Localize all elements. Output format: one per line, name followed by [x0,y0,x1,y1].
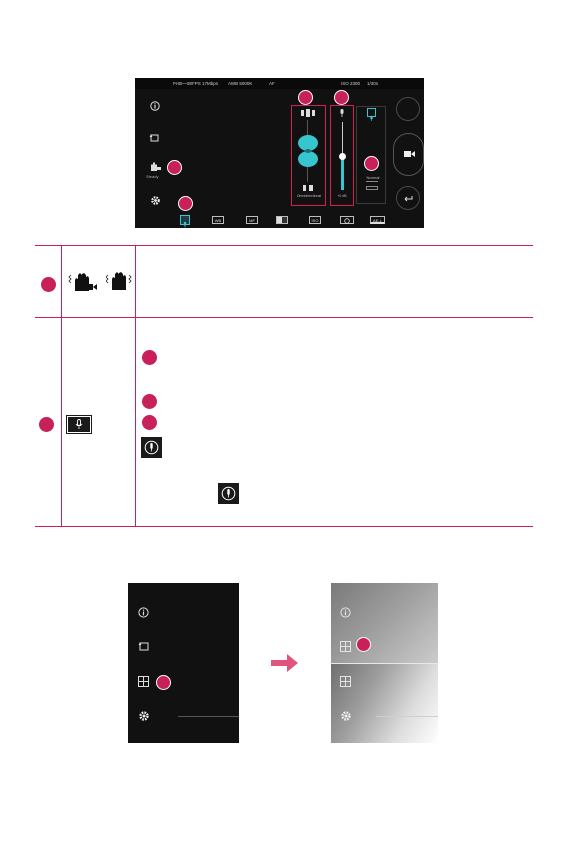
iso-button[interactable]: ISO [309,216,321,224]
focus-mode: AF [269,81,275,86]
audio-level-meter [173,83,193,84]
info-icon[interactable] [340,607,351,618]
mode-button[interactable] [396,97,420,121]
divider-line [376,716,438,717]
steady-record-icon[interactable] [148,162,162,174]
item-marker-dot [142,394,157,409]
mf-button[interactable]: MF [246,216,258,224]
item-marker-dot [142,415,157,430]
menu-screenshot-after [331,583,438,743]
steady-label: Steady [146,174,159,179]
menu-screenshot-before [128,583,239,743]
grid-icon[interactable] [340,641,351,652]
callout-dot [167,160,182,175]
mic-mode-label: Normal [366,175,380,180]
mic-array-icon [301,109,315,119]
table-column-rule [135,245,136,527]
table-row-rule [35,317,533,318]
mic-gain-icon-inline [218,483,239,504]
ae-lock-button[interactable]: AE-L [370,216,385,224]
mic-settings-icon [66,415,92,434]
table-bottom-rule [35,526,533,527]
iso-value: ISO 2300 [341,81,361,86]
table-column-rule [61,245,62,527]
info-icon[interactable] [138,607,149,618]
record-button[interactable] [393,133,424,176]
gain-slider-thumb[interactable] [339,153,346,160]
callout-dot [178,196,193,211]
shutter-button[interactable] [340,216,354,224]
gain-slider-panel[interactable] [330,105,354,206]
wb-button[interactable]: WB [212,216,224,224]
microphone-icon [339,109,345,119]
polar-pattern-icon [298,135,318,167]
mic-settings-panel [356,106,386,204]
omni-mic-icon [303,184,313,193]
settings-gear-icon[interactable] [150,195,161,208]
rotate-icon[interactable] [149,133,160,145]
row-marker-dot [41,277,56,292]
level-indicator [366,186,378,190]
gain-track-upper [342,122,343,156]
callout-dot [156,675,171,690]
mic-toolbar-icon[interactable] [180,215,190,228]
exposure-button[interactable] [276,216,288,224]
shutter-speed: 1/30s [367,81,379,86]
steady-record-video-icon [68,273,97,291]
mic-select-icon[interactable] [367,108,376,122]
callout-dot [364,156,379,171]
audio-mode-label: Omnidirectional [296,194,322,198]
audio-direction-panel[interactable] [291,105,326,206]
divider-line [178,716,239,717]
callout-dot [334,90,349,105]
callout-dot [298,90,313,105]
settings-gear-icon[interactable] [340,710,352,722]
gain-value-label: +0 dB [337,194,347,198]
arrow-right-icon [271,654,298,672]
settings-gear-icon[interactable] [138,710,150,722]
grid-line [331,663,438,664]
mic-gain-icon [141,437,162,458]
table-top-rule [35,245,533,246]
back-button[interactable] [396,186,420,210]
info-icon[interactable] [150,101,160,113]
white-balance: AWB 5000K [228,81,253,86]
row-marker-dot [39,417,54,432]
callout-dot [356,637,371,652]
grid-icon[interactable] [340,676,351,687]
bitrate: 30FPS 17Mbps [187,81,219,86]
rotate-icon[interactable] [138,641,150,652]
gain-track-fill [341,156,344,190]
level-line [366,181,378,182]
item-marker-dot [142,350,157,365]
grid-overlay-area [331,663,438,743]
grid-icon[interactable] [138,676,149,687]
steady-record-photo-icon [106,272,132,290]
